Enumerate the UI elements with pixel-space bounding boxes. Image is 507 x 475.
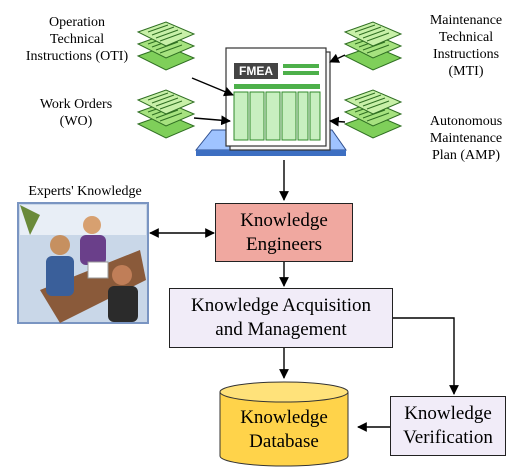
wo-label-line-1: Work Orders — [39, 97, 113, 112]
knowledge-database-label: Knowledge Database — [220, 404, 348, 456]
experts-photo — [17, 202, 149, 324]
knowledge-database-cylinder — [219, 381, 349, 467]
knowledge-engineers-line-2: Engineers — [246, 233, 322, 255]
knowledge-acquisition-line-2: and Management — [215, 319, 347, 340]
knowledge-database-line-2: Database — [249, 431, 319, 452]
mti-label-line-4: (MTI) — [448, 64, 484, 79]
knowledge-engineers-box: Knowledge Engineers — [215, 203, 353, 262]
knowledge-verification-line-2: Verification — [403, 427, 493, 448]
amp-label: Autonomous Maintenance Plan (AMP) — [418, 113, 507, 164]
oti-doc-stack-icon — [137, 21, 195, 71]
wo-doc-stack-icon — [137, 89, 195, 139]
connector-arrows — [149, 53, 459, 432]
wo-label-line-2: (WO) — [59, 114, 93, 129]
mti-label-line-2: Technical — [438, 30, 494, 45]
knowledge-engineers-line-1: Knowledge — [240, 209, 328, 231]
amp-doc-stack-icon — [344, 89, 402, 139]
amp-label-line-2: Maintenance — [429, 131, 503, 146]
oti-label-line-3: Instructions (OTI) — [25, 49, 129, 64]
oti-label-line-1: Operation — [49, 15, 105, 30]
amp-label-line-3: Plan (AMP) — [431, 148, 501, 163]
wo-label: Work Orders (WO) — [26, 96, 126, 130]
knowledge-database-line-1: Knowledge — [240, 407, 328, 428]
knowledge-verification-box: Knowledge Verification — [390, 396, 506, 456]
knowledge-acquisition-line-1: Knowledge Acquisition — [191, 295, 371, 316]
knowledge-acquisition-box: Knowledge Acquisition and Management — [169, 288, 393, 348]
fmea-screen-icon — [194, 47, 347, 156]
fmea-label: FMEA — [239, 64, 273, 78]
oti-label-line-2: Technical — [49, 32, 105, 47]
oti-label: Operation Technical Instructions (OTI) — [20, 14, 134, 65]
mti-label-line-3: Instructions — [432, 47, 500, 62]
experts-knowledge-label: Experts' Knowledge — [28, 184, 142, 199]
mti-doc-stack-icon — [344, 21, 402, 71]
mti-label-line-1: Maintenance — [429, 13, 503, 28]
amp-label-line-1: Autonomous — [429, 114, 503, 129]
knowledge-verification-line-1: Knowledge — [404, 403, 492, 424]
mti-label: Maintenance Technical Instructions (MTI) — [418, 12, 507, 80]
